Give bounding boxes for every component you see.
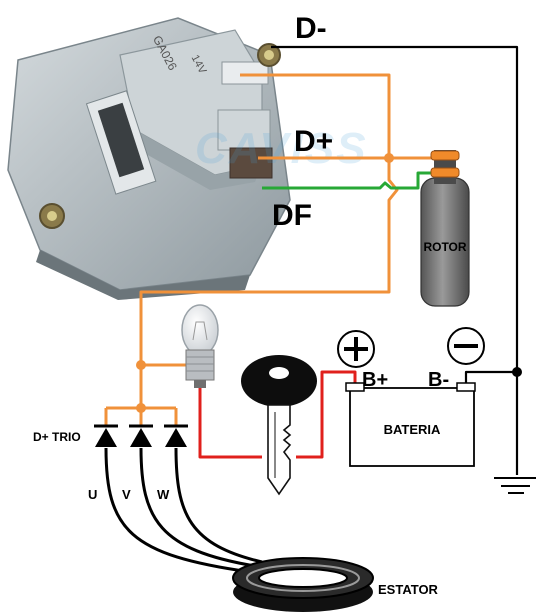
terminal-d-plus-label: D+ [294,125,333,158]
battery-label: BATERIA [384,422,441,437]
df-green-wire [262,171,438,190]
diode-trio: D+ TRIO U V W [33,424,188,502]
d-minus-ground-wire [271,45,519,475]
phase-w-wire [174,447,263,564]
stator-label: ESTATOR [378,582,439,597]
watermark-logo: CAVISS [195,124,368,173]
stator: ESTATOR [232,557,439,612]
ground-symbol-icon [494,477,536,494]
phase-u-label: U [88,487,97,502]
diode-w-icon [164,424,188,447]
charge-lamp [181,304,219,388]
voltage-regulator: GA026 14V [7,17,291,300]
battery-negative-label: B- [428,369,449,391]
plus-circle-icon [337,330,375,368]
ignition-key [241,355,317,496]
terminal-d-minus-label: D- [295,12,327,45]
rotor-label: ROTOR [423,240,466,254]
d-plus-orange-wire-upper [139,73,399,408]
rotor-slip-ring-icon [430,150,460,161]
phase-u-wire [104,447,251,574]
diode-trio-label: D+ TRIO [33,430,81,444]
phase-w-label: W [157,487,170,502]
diode-u-icon [94,424,118,447]
wiring [104,45,536,574]
battery-positive-label: B+ [362,369,388,391]
battery-positive-red-wire [296,370,357,459]
phase-v-label: V [122,487,131,502]
battery: BATERIA B+ B- [337,327,485,467]
diode-v-icon [129,424,153,447]
rotor: ROTOR [420,150,470,307]
terminal-df-label: DF [272,199,312,232]
ignition-red-wire [198,387,262,459]
minus-circle-icon [447,327,485,365]
phase-v-wire [139,447,256,568]
